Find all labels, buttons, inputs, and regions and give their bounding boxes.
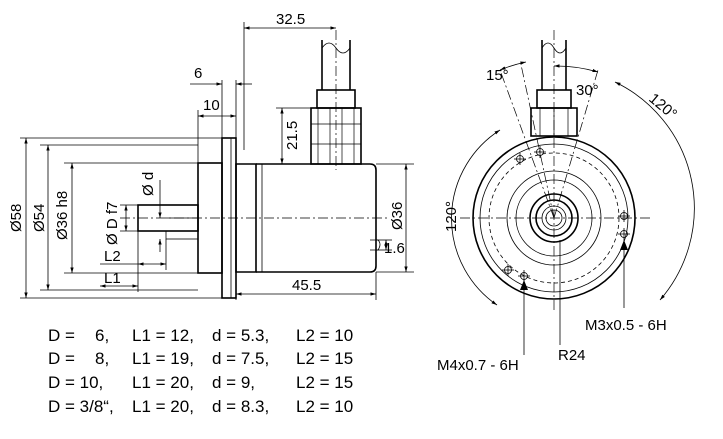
- side-view: 32.5 6 10 21.5 Ø58 Ø54 Ø36 h8 Ø D f7 Ø d…: [8, 11, 414, 300]
- svg-text:L2 = 10: L2 = 10: [296, 397, 353, 416]
- dim-d36-right: Ø36: [389, 202, 406, 230]
- svg-text:L1 = 19,: L1 = 19,: [132, 349, 194, 368]
- angle-15: 15°: [486, 67, 509, 84]
- radius-r24: R24: [558, 347, 586, 364]
- mounting-hole: [514, 153, 526, 165]
- angle-30: 30°: [576, 82, 599, 99]
- svg-text:6,: 6,: [95, 326, 109, 345]
- svg-text:d = 9,: d = 9,: [212, 373, 255, 392]
- svg-text:D =: D =: [48, 326, 75, 345]
- dim-d58: Ø58: [8, 204, 25, 232]
- dim-45-5: 45.5: [292, 277, 321, 294]
- spec-row: D = 3/8“, L1 = 20, d = 8.3, L2 = 10: [48, 397, 353, 416]
- dim-dDf7: Ø D f7: [104, 202, 121, 245]
- spec-table: D = 6, L1 = 12, d = 5.3, L2 = 10 D = 8, …: [48, 326, 353, 416]
- dim-cable-gland: 21.5: [284, 121, 301, 150]
- svg-text:D = 3/8“,: D = 3/8“,: [48, 397, 114, 416]
- spec-row: D = 10, L1 = 20, d = 9, L2 = 15: [48, 373, 353, 392]
- dim-32-5: 32.5: [276, 11, 305, 28]
- svg-text:D = 10,: D = 10,: [48, 373, 103, 392]
- svg-text:d = 7.5,: d = 7.5,: [212, 349, 269, 368]
- dim-10: 10: [203, 97, 220, 114]
- thread-m4: M4x0.7 - 6H: [437, 357, 519, 374]
- svg-text:L1 = 20,: L1 = 20,: [132, 397, 194, 416]
- thread-m3: M3x0.5 - 6H: [585, 317, 667, 334]
- angle-120-left: 120°: [443, 201, 460, 232]
- dim-L1: L1: [104, 270, 121, 287]
- dim-d36h8: Ø36 h8: [54, 191, 71, 240]
- svg-text:8,: 8,: [95, 349, 109, 368]
- svg-text:L1 = 20,: L1 = 20,: [132, 373, 194, 392]
- angle-120-right: 120°: [645, 90, 680, 123]
- dim-1-6: 1.6: [384, 240, 405, 257]
- mounting-hole: [534, 146, 546, 158]
- svg-text:L2 = 10: L2 = 10: [296, 326, 353, 345]
- mounting-hole: [502, 264, 514, 276]
- svg-text:L1 = 12,: L1 = 12,: [132, 326, 194, 345]
- svg-text:D =: D =: [48, 349, 75, 368]
- svg-text:d = 5.3,: d = 5.3,: [212, 326, 269, 345]
- svg-text:d = 8.3,: d = 8.3,: [212, 397, 269, 416]
- front-view: 15° 30° 120° 120° M3x0.5 - 6H M4x0.7 - 6…: [437, 30, 695, 374]
- spec-row: D = 8, L1 = 19, d = 7.5, L2 = 15: [48, 349, 353, 368]
- dim-6: 6: [194, 65, 202, 82]
- mounting-hole: [618, 228, 630, 240]
- svg-text:L2 = 15: L2 = 15: [296, 373, 353, 392]
- spec-row: D = 6, L1 = 12, d = 5.3, L2 = 10: [48, 326, 353, 345]
- dim-d54: Ø54: [31, 204, 48, 232]
- dim-dd: Ø d: [140, 172, 157, 196]
- svg-text:L2 = 15: L2 = 15: [296, 349, 353, 368]
- cable-gland: [310, 30, 362, 170]
- dim-L2: L2: [104, 248, 121, 265]
